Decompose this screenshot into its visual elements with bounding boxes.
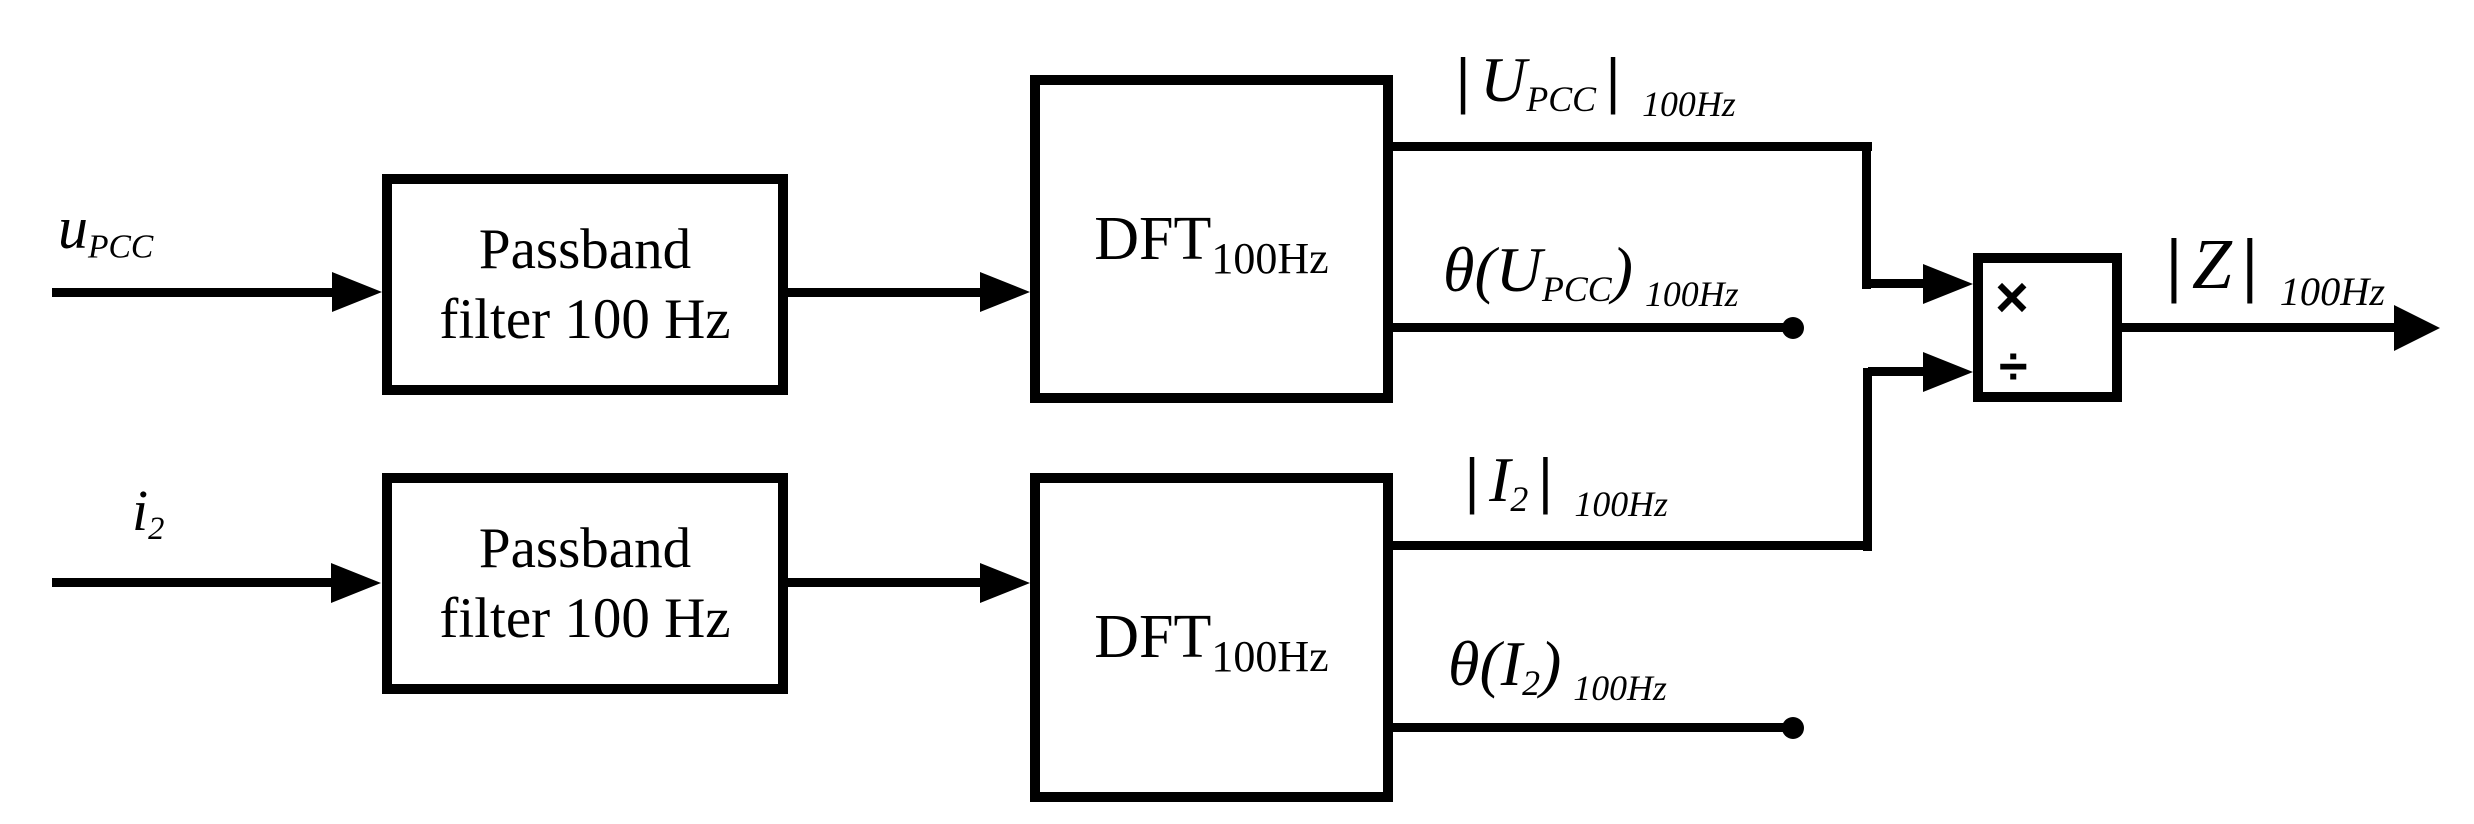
u-phase-close-paren: ) [1611, 234, 1633, 305]
u-phase-line [1393, 323, 1793, 332]
i-magnitude-line-vertical [1863, 368, 1872, 551]
u-phase-subscript: PCC [1541, 269, 1612, 310]
i-phase-subscript: 2 [1522, 663, 1540, 704]
i-magnitude-line-horizontal [1393, 541, 1872, 550]
input-label-u-pcc: uPCC [58, 198, 153, 264]
u-mag-freq-subscript: 100Hz [1642, 84, 1736, 125]
dft-bottom-label: DFT 100Hz [1040, 483, 1383, 792]
i-input-arrowhead-icon [331, 563, 381, 603]
label-u-phase: θ(UPCC)100Hz [1443, 238, 1739, 313]
divide-symbol-icon: ÷ [1999, 338, 2028, 396]
label-i-phase: θ(I2)100Hz [1448, 632, 1667, 707]
i-mag-close-bar: | [1538, 444, 1553, 515]
dft-top-subscript: 100Hz [1211, 233, 1329, 283]
label-z-output: |Z|100Hz [2156, 228, 2385, 312]
label-u-magnitude: |UPCC|100Hz [1446, 48, 1736, 123]
u-input-arrowhead-icon [332, 272, 382, 312]
u-subscript: PCC [88, 228, 154, 266]
u-filter-to-dft-line [788, 288, 983, 297]
i-subscript: 2 [148, 511, 165, 548]
z-output-arrowhead-icon [2394, 305, 2440, 351]
u-phase-theta: θ( [1443, 234, 1496, 305]
passband-filter-box-bottom: Passband filter 100 Hz [382, 473, 788, 694]
z-open-bar: | [2166, 224, 2182, 304]
u-base: u [58, 195, 88, 261]
i-input-line [52, 578, 342, 587]
i-phase-close-paren: ) [1539, 628, 1562, 699]
input-label-i2: i2 [132, 482, 164, 546]
z-base: Z [2191, 224, 2232, 304]
z-close-bar: | [2241, 224, 2258, 304]
u-mag-close-bar: | [1606, 44, 1621, 115]
label-i-magnitude: |I2|100Hz [1455, 448, 1668, 523]
i-phase-base: I [1500, 628, 1523, 699]
divide-input-arrowhead-icon [1923, 352, 1973, 392]
dft-box-top: DFT 100Hz [1030, 75, 1393, 403]
u-magnitude-line-into-multiplier [1867, 279, 1927, 288]
u-phase-freq-subscript: 100Hz [1644, 274, 1739, 315]
dft-bottom-base: DFT [1094, 603, 1212, 671]
passband-top-line1: Passband [478, 217, 692, 281]
i-filter-to-dft-arrowhead-icon [980, 563, 1030, 603]
passband-bottom-line1: Passband [478, 516, 692, 580]
u-mag-subscript: PCC [1526, 79, 1596, 120]
multiply-symbol-icon: × [1995, 265, 2029, 330]
dft-bottom-subscript: 100Hz [1211, 632, 1329, 681]
dft-top-base: DFT [1094, 204, 1212, 273]
i-mag-freq-subscript: 100Hz [1574, 484, 1668, 525]
passband-top-line2: filter 100 Hz [439, 287, 731, 351]
u-mag-base: U [1480, 44, 1527, 115]
i-filter-to-dft-line [788, 578, 983, 587]
z-output-line [2122, 323, 2402, 332]
multiply-divide-box: × ÷ [1973, 253, 2122, 402]
u-phase-terminal-dot-icon [1782, 317, 1804, 339]
passband-filter-bottom-label: Passband filter 100 Hz [392, 483, 778, 684]
u-input-line [52, 288, 342, 297]
u-magnitude-line-horizontal [1393, 142, 1872, 151]
dft-box-bottom: DFT 100Hz [1030, 473, 1393, 802]
z-freq-subscript: 100Hz [2279, 268, 2386, 314]
u-phase-base: U [1495, 234, 1542, 305]
passband-bottom-line2: filter 100 Hz [439, 586, 731, 650]
i-mag-open-bar: | [1465, 444, 1480, 515]
i-mag-subscript: 2 [1510, 479, 1529, 520]
multiply-input-arrowhead-icon [1923, 264, 1973, 304]
u-mag-open-bar: | [1456, 44, 1471, 115]
passband-filter-box-top: Passband filter 100 Hz [382, 174, 788, 395]
u-filter-to-dft-arrowhead-icon [980, 272, 1030, 312]
dft-top-label: DFT 100Hz [1040, 85, 1383, 393]
i-mag-base: I [1489, 444, 1511, 515]
i-base: i [132, 478, 149, 543]
u-magnitude-line-vertical [1862, 142, 1871, 289]
i-phase-terminal-dot-icon [1782, 717, 1804, 739]
passband-filter-top-label: Passband filter 100 Hz [392, 184, 778, 385]
i-phase-line [1393, 723, 1793, 732]
i-phase-freq-subscript: 100Hz [1573, 668, 1667, 709]
i-phase-theta: θ( [1448, 628, 1501, 699]
i-magnitude-line-into-divider [1868, 367, 1928, 376]
